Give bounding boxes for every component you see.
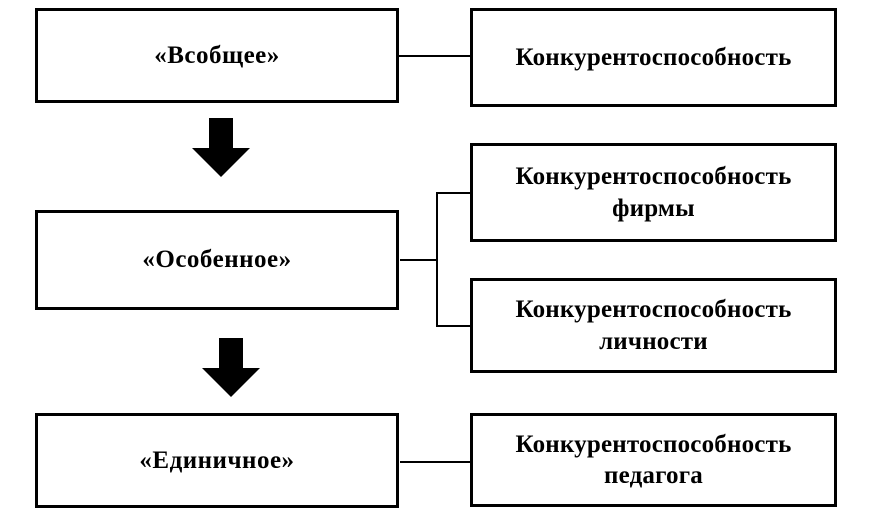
connector-middle-stub <box>400 259 438 261</box>
connector-branch-to-firm <box>436 192 470 194</box>
box-osobennoe-label: «Особенное» <box>142 246 292 274</box>
box-firm-competitiveness-label: Конкурентоспособность фирмы <box>515 163 792 222</box>
box-personality-competitiveness: Конкурентоспособность личности <box>470 278 837 373</box>
box-osobennoe: «Особенное» <box>35 210 399 310</box>
box-competitiveness-label: Конкурентоспособность <box>515 43 792 71</box>
box-edinichnoe: «Единичное» <box>35 413 399 508</box>
box-edinichnoe-label: «Единичное» <box>139 446 295 474</box>
box-vseobshchee: «Всобщее» <box>35 8 399 103</box>
box-teacher-competitiveness: Конкурентоспособность педагога <box>470 413 837 507</box>
connector-bracket-vertical <box>436 192 438 327</box>
box-competitiveness: Конкурентоспособность <box>470 8 837 107</box>
down-arrow-icon <box>192 118 250 177</box>
box-personality-competitiveness-label: Конкурентоспособность личности <box>515 296 792 355</box>
connector-top-horizontal <box>399 55 470 57</box>
box-firm-competitiveness: Конкурентоспособность фирмы <box>470 143 837 242</box>
connector-bottom-horizontal <box>400 461 470 463</box>
box-teacher-competitiveness-label: Конкурентоспособность педагога <box>515 430 792 489</box>
down-arrow-icon <box>202 338 260 397</box>
box-vseobshchee-label: «Всобщее» <box>154 41 280 69</box>
connector-branch-to-personality <box>436 325 470 327</box>
